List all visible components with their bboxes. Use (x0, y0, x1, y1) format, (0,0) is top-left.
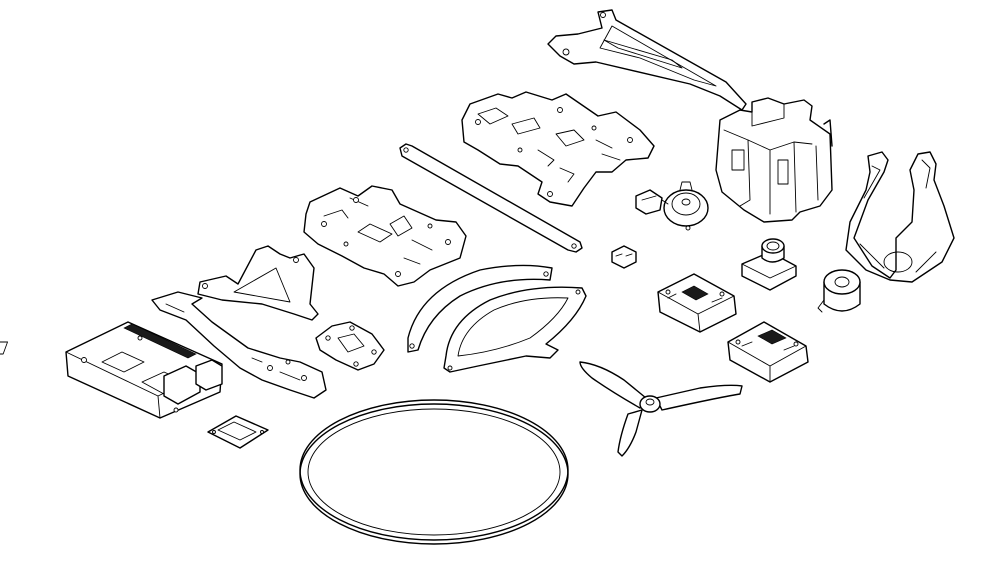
magnet (817, 269, 861, 313)
raspberry-pi-board (0, 321, 223, 419)
gripper-claw (845, 151, 955, 283)
camera-board (207, 415, 269, 449)
motor (635, 181, 709, 231)
triangle-bracket (197, 245, 319, 321)
esc-board (727, 321, 809, 383)
upper-arm (547, 9, 747, 111)
top-frame-plate (461, 91, 655, 207)
fpv-camera (741, 238, 797, 291)
bottom-frame-plate (303, 185, 467, 287)
long-rod (399, 143, 583, 253)
gimbal-cage (715, 97, 833, 223)
arm-spar (151, 291, 327, 399)
flight-controller (657, 273, 737, 333)
prop-guard-arc (407, 264, 553, 353)
connector (611, 245, 637, 269)
ring-band (299, 399, 569, 545)
propeller (579, 361, 743, 457)
prop-guard-shield (443, 286, 587, 373)
small-mount-plate (315, 321, 385, 371)
